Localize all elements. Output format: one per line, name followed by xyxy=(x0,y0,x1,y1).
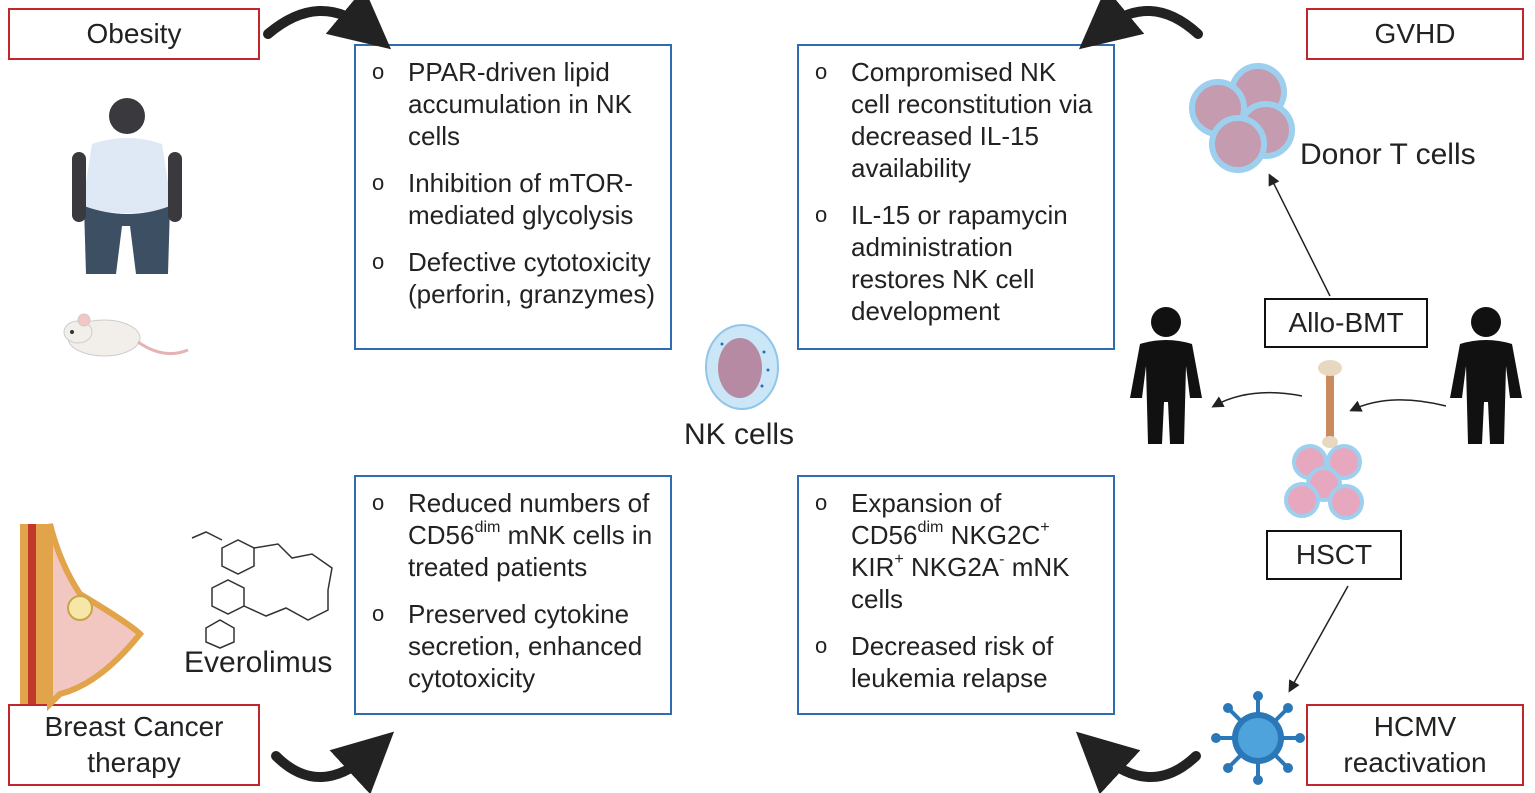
everolimus-structure-icon xyxy=(191,531,333,649)
donor-t-cells-label: Donor T cells xyxy=(1300,138,1476,171)
nk-cells-label: NK cells xyxy=(684,418,795,451)
obesity-effects-box: PPAR-driven lipid accumulation in NK cel… xyxy=(354,44,672,350)
bone-icon xyxy=(1318,360,1342,448)
breast-cancer-label-box: Breast Cancer therapy xyxy=(8,704,260,786)
hsct-cells-icon xyxy=(1284,444,1364,520)
effect-item: Reduced numbers of CD56dim mNK cells in … xyxy=(370,487,656,583)
nk-cell-icon xyxy=(705,324,779,410)
effect-item: Expansion of CD56dim NKG2C+ KIR+ NKG2A- … xyxy=(813,487,1099,615)
hsct-label: HSCT xyxy=(1295,539,1373,570)
hsct-box: HSCT xyxy=(1266,530,1402,580)
effect-item: Inhibition of mTOR-mediated glycolysis xyxy=(370,167,656,231)
gvhd-effects-box: Compromised NK cell reconstitution via d… xyxy=(797,44,1115,350)
everolimus-label: Everolimus xyxy=(184,646,333,679)
effect-item: IL-15 or rapamycin administration restor… xyxy=(813,199,1099,327)
donor-t-cells-icon xyxy=(1189,63,1295,173)
hcmv-label-box: HCMV reactivation xyxy=(1306,704,1524,786)
obese-person-icon xyxy=(72,98,182,274)
virus-icon xyxy=(1211,691,1305,785)
effect-item: Compromised NK cell reconstitution via d… xyxy=(813,56,1099,184)
gvhd-label-box: GVHD xyxy=(1306,8,1524,60)
effect-item: Defective cytotoxicity (perforin, granzy… xyxy=(370,246,656,310)
breast-illustration-icon xyxy=(20,523,145,712)
donor-person-icon xyxy=(1450,307,1522,444)
breast-cancer-effects-box: Reduced numbers of CD56dim mNK cells in … xyxy=(354,475,672,715)
obesity-label-box: Obesity xyxy=(8,8,260,60)
obesity-label: Obesity xyxy=(86,18,182,49)
allo-bmt-box: Allo-BMT xyxy=(1264,298,1428,348)
effect-item: PPAR-driven lipid accumulation in NK cel… xyxy=(370,56,656,152)
allo-bmt-label: Allo-BMT xyxy=(1288,307,1404,338)
effect-item: Preserved cytokine secretion, enhanced c… xyxy=(370,598,656,694)
hcmv-label: HCMV reactivation xyxy=(1343,711,1487,778)
effect-item: Decreased risk of leukemia relapse xyxy=(813,630,1099,694)
hcmv-effects-box: Expansion of CD56dim NKG2C+ KIR+ NKG2A- … xyxy=(797,475,1115,715)
recipient-person-icon xyxy=(1130,307,1202,444)
gvhd-label: GVHD xyxy=(1374,18,1456,49)
mouse-icon xyxy=(63,313,189,357)
breast-cancer-label: Breast Cancer therapy xyxy=(44,711,224,778)
